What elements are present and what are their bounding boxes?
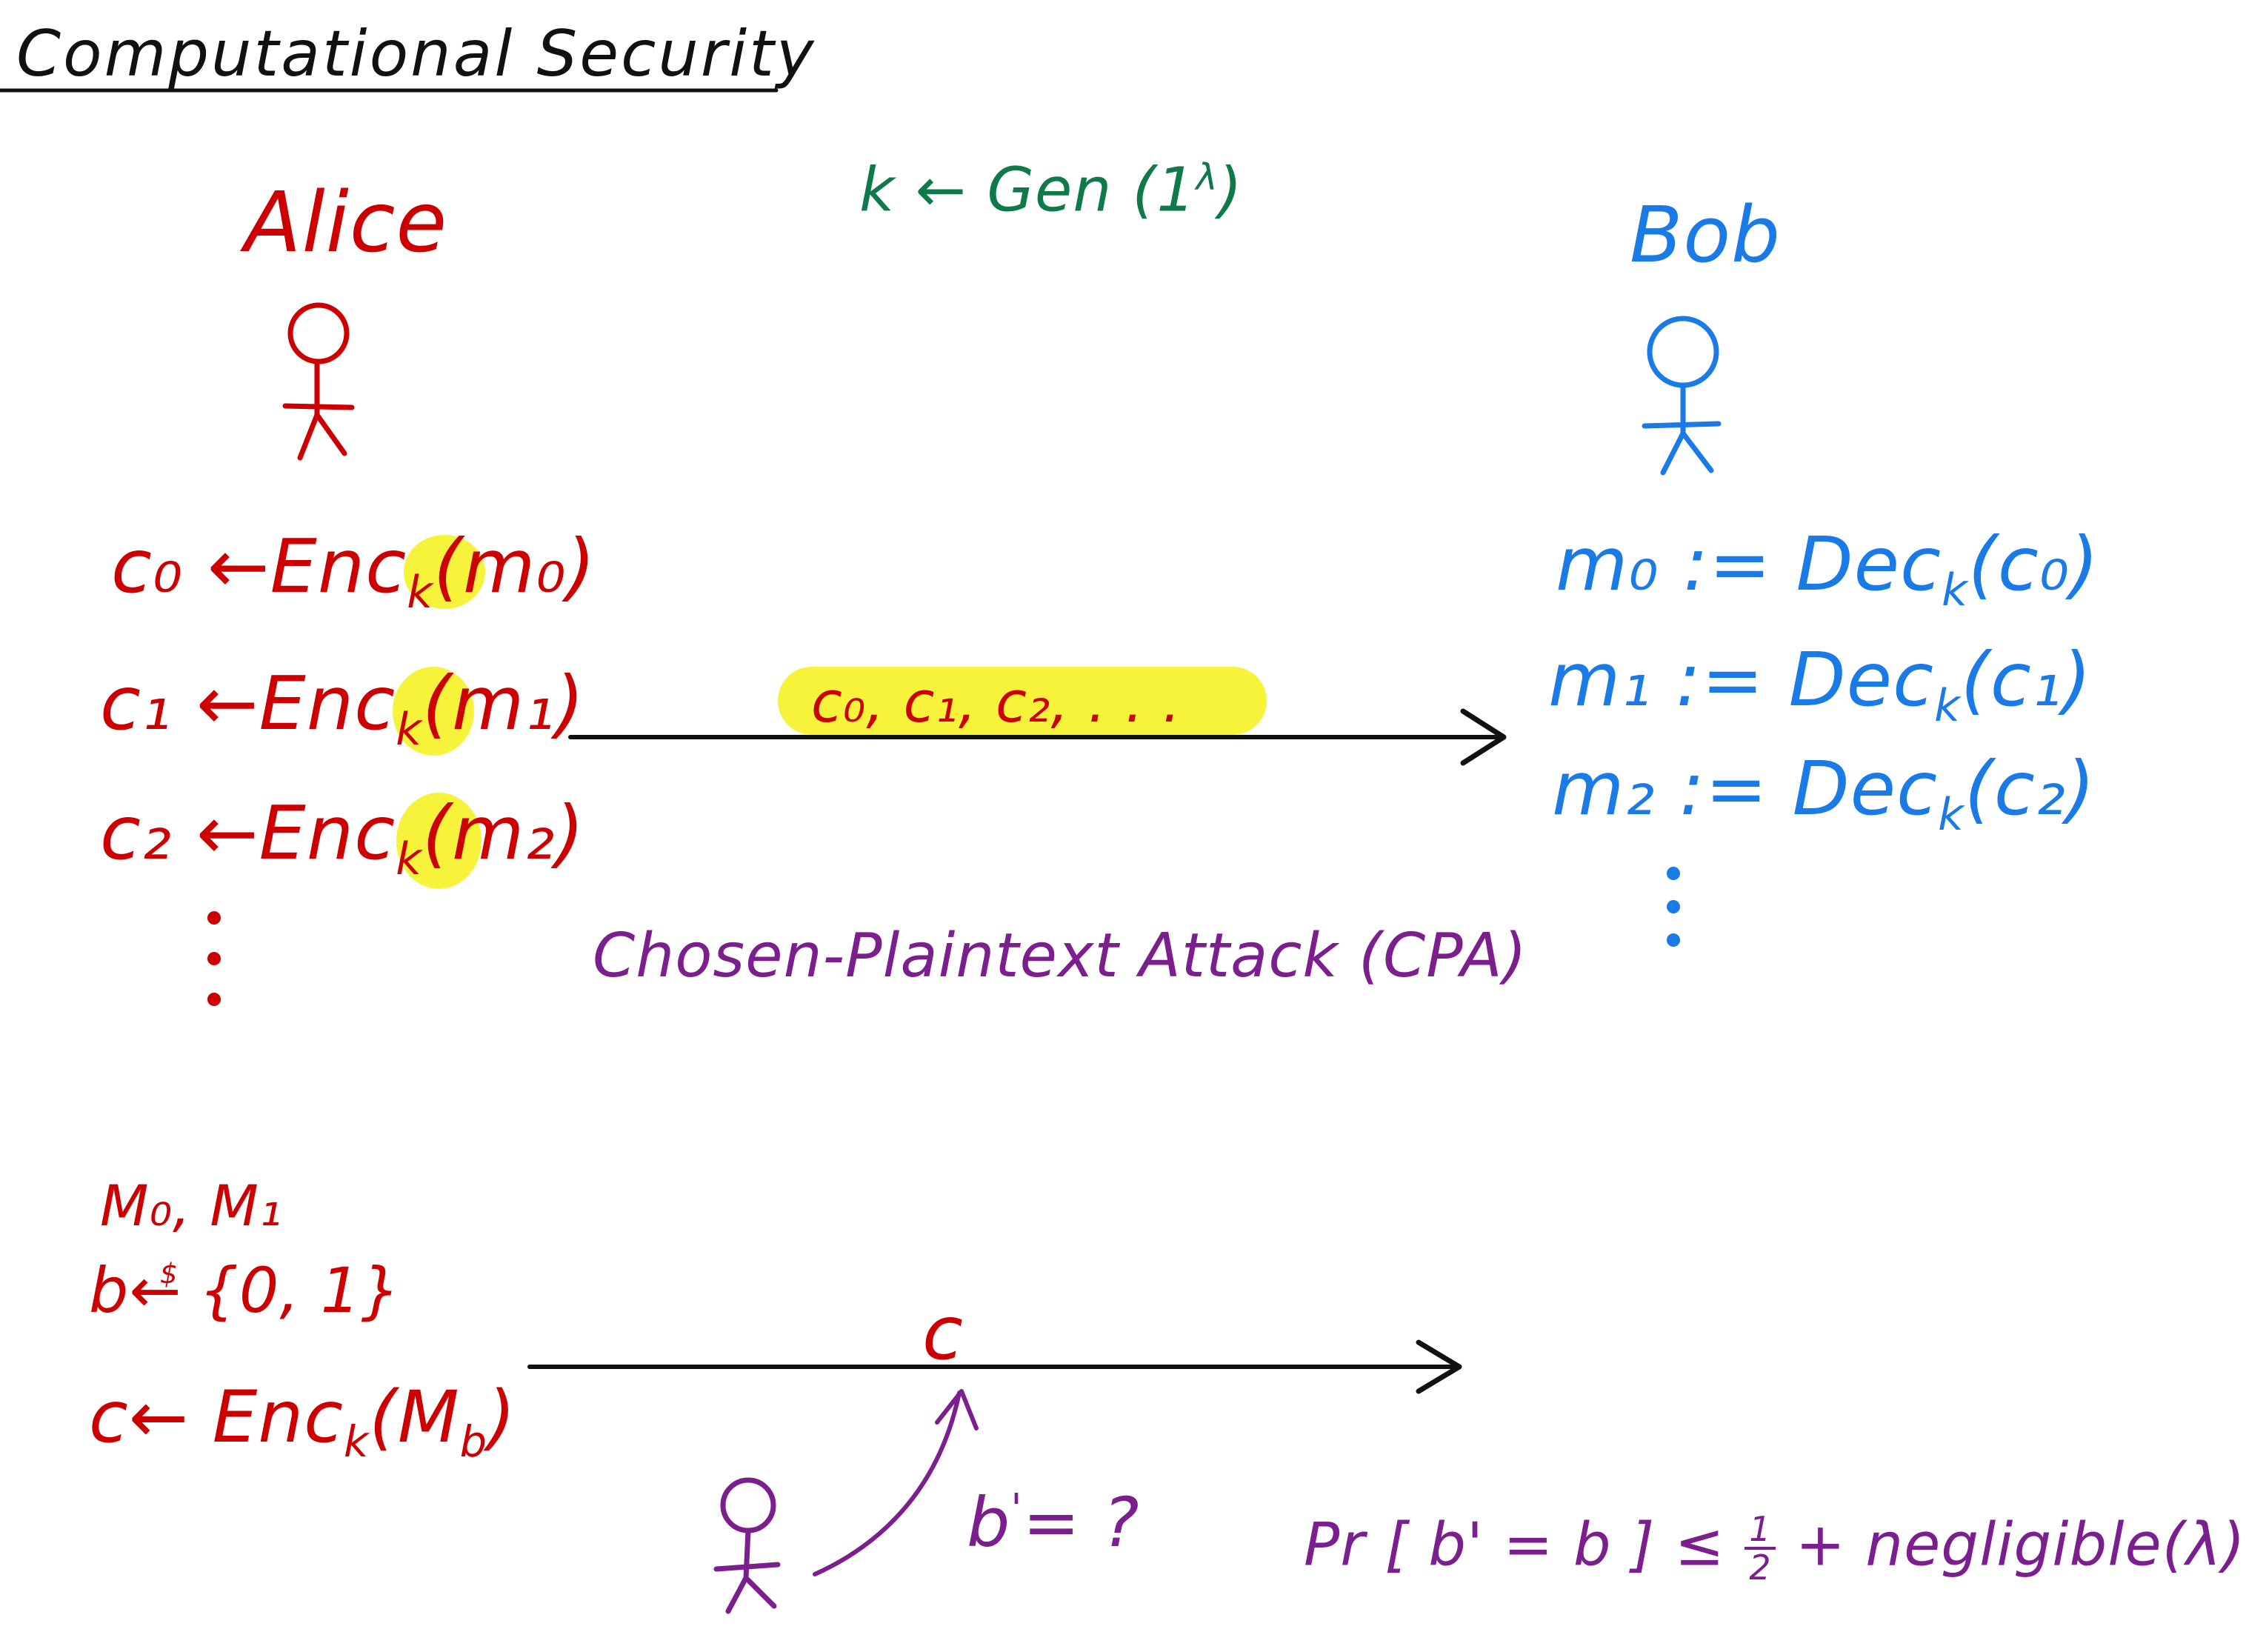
- alice-stick-figure-icon: [282, 302, 355, 461]
- m0-highlight: [404, 535, 485, 609]
- dec-function: Dec: [1788, 636, 1935, 723]
- game-bit-sample: b←$ {0, 1}: [89, 1259, 401, 1322]
- attack-label: Chosen-Plaintext Attack (CPA): [593, 921, 1527, 991]
- message: M: [397, 1376, 460, 1459]
- diagram-canvas: Computational Security Alice k ← Gen (1λ…: [0, 17, 2245, 1614]
- keygen-security-parameter: λ: [1196, 156, 1219, 199]
- ciphertext: c₀: [1997, 521, 2070, 607]
- page-title: Computational Security: [16, 17, 816, 91]
- sample-arrow: ←: [129, 1254, 182, 1327]
- message-sub: b: [459, 1417, 488, 1468]
- message: m₁: [1548, 636, 1652, 723]
- message: m₁: [451, 660, 556, 747]
- key: k: [1938, 789, 1965, 841]
- security-probability: Pr [ b' = b ] ≤ 1 2 + negligible(λ): [1304, 1511, 2246, 1586]
- ciphertext: c₀: [111, 523, 184, 610]
- message: m₂: [1552, 745, 1656, 832]
- alice-encryption-2: c₂ ←Enck(m₂): [100, 790, 585, 885]
- key: k: [407, 567, 433, 619]
- challenge-arrow-icon: [527, 1339, 1462, 1394]
- key: k: [1942, 564, 1968, 616]
- enc-function: Enc: [259, 790, 396, 876]
- keygen-prefix: k ← Gen (1: [859, 155, 1196, 226]
- arrow: ←: [128, 1376, 190, 1459]
- m1-highlight: [393, 667, 474, 756]
- arrow: ←: [207, 523, 270, 610]
- title-underline: [0, 88, 779, 93]
- message: m₂: [451, 790, 556, 876]
- arrows-layer: [527, 708, 1507, 1576]
- keygen-label: k ← Gen (1λ): [859, 159, 1243, 221]
- arrow: ←: [196, 790, 259, 876]
- random-sample-marker: $: [159, 1257, 179, 1290]
- ciphertext: c₁: [100, 660, 173, 747]
- guess-bit: b: [967, 1483, 1011, 1562]
- key: k: [396, 704, 422, 756]
- ciphertext: c₁: [1990, 636, 2062, 723]
- probability-lhs: Pr [ b' = b ] ≤: [1304, 1510, 1725, 1579]
- challenge-label: c: [922, 1290, 964, 1376]
- challenge-ciphertext: c: [89, 1376, 129, 1459]
- assign: :=: [1683, 521, 1772, 607]
- bob-label: Bob: [1630, 190, 1781, 280]
- dec-function: Dec: [1792, 745, 1939, 832]
- assign: :=: [1676, 636, 1765, 723]
- m2-highlight: [396, 793, 481, 889]
- enc-function: Enc: [270, 523, 407, 610]
- alice-label: Alice: [244, 175, 448, 271]
- fraction-numerator: 1: [1745, 1511, 1776, 1551]
- key: k: [1934, 680, 1961, 732]
- bit-set: {0, 1}: [199, 1254, 401, 1327]
- probability-rhs: + negligible(λ): [1795, 1510, 2246, 1579]
- dec-function: Dec: [1796, 521, 1942, 607]
- fraction-denominator: 2: [1749, 1548, 1772, 1588]
- channel-ciphertexts: c₀, c₁, c₂, . . .: [811, 669, 1182, 735]
- channel-highlight: [778, 667, 1267, 735]
- assign: :=: [1679, 745, 1768, 832]
- adversary-guess: b'= ?: [967, 1489, 1140, 1557]
- guess-prime: ': [1010, 1485, 1023, 1533]
- fraction: 1 2: [1745, 1511, 1776, 1586]
- game-messages: M₀, M₁: [100, 1173, 283, 1239]
- message: m₀: [462, 523, 567, 610]
- channel-arrow-icon: [568, 708, 1507, 766]
- bob-decryption-2: m₂ := Deck(c₂): [1552, 745, 2096, 841]
- ciphertext: c₂: [1993, 745, 2066, 832]
- enc-function: Enc: [212, 1376, 344, 1459]
- game-challenge: c← Enck(Mb): [89, 1376, 516, 1468]
- alice-encryption-0: c₀ ←Enck(m₀): [111, 523, 596, 619]
- key: k: [396, 833, 422, 885]
- arrow: ←: [196, 660, 259, 747]
- keygen-suffix: ): [1218, 155, 1243, 226]
- bob-decryption-0: m₀ := Deck(c₀): [1556, 521, 2099, 616]
- curved-arrow-icon: [813, 1389, 979, 1576]
- alice-encryption-1: c₁ ←Enck(m₁): [100, 660, 585, 756]
- enc-function: Enc: [259, 660, 396, 747]
- bob-decryption-1: m₁ := Deck(c₁): [1548, 636, 2092, 732]
- key: k: [344, 1417, 370, 1468]
- bob-stick-figure-icon: [1642, 316, 1722, 476]
- ciphertext: c₂: [100, 790, 173, 876]
- guess-question: = ?: [1022, 1483, 1140, 1562]
- message: m₀: [1556, 521, 1659, 607]
- bit: b: [89, 1254, 130, 1327]
- adversary-stick-figure-icon: [713, 1477, 781, 1614]
